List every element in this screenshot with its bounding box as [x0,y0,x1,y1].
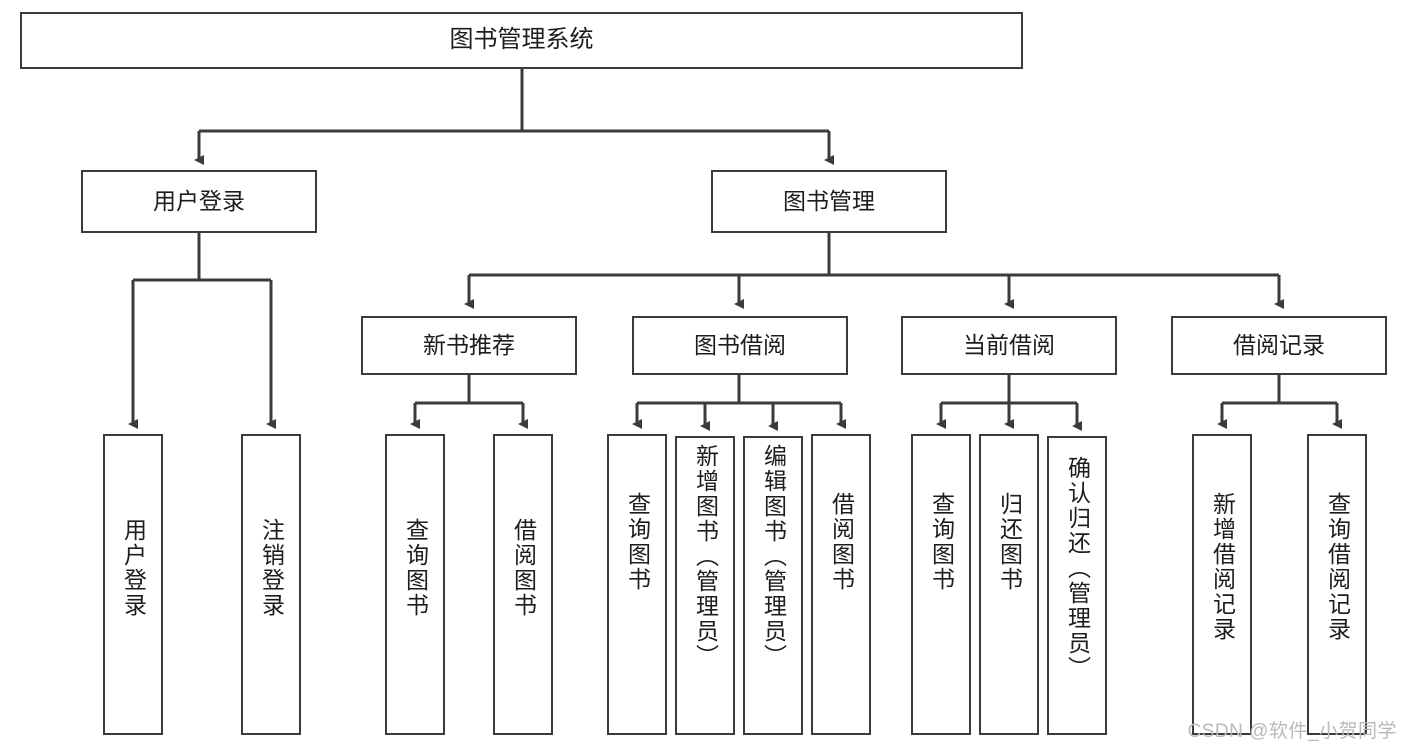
node-leaf-borrow-book-1[interactable]: 借阅图书 [493,434,553,735]
node-leaf-logout-login[interactable]: 注销登录 [241,434,301,735]
node-label: 借阅图书 [510,518,537,618]
node-label: 用户登录 [120,518,147,618]
node-label: 图书管理 [783,187,875,214]
node-label: 注销登录 [258,518,285,618]
node-label: 图书管理系统 [449,26,594,54]
node-leaf-query-book-1[interactable]: 查询图书 [385,434,445,735]
node-label: 查询图书 [402,518,429,618]
node-label: 查询借阅记录 [1324,492,1351,642]
node-label: 借阅图书 [828,492,855,592]
node-new-book-recommend[interactable]: 新书推荐 [361,316,577,375]
node-leaf-query-book-3[interactable]: 查询图书 [911,434,971,735]
node-label: 归还图书 [996,492,1023,592]
node-borrow-record[interactable]: 借阅记录 [1171,316,1387,375]
node-label: 查询图书 [928,492,955,592]
node-label: 新增图书（管理员） [692,444,719,669]
node-label: 当前借阅 [963,331,1055,358]
node-label: 查询图书 [624,492,651,592]
node-label: 新增借阅记录 [1209,492,1236,642]
node-book-management-system[interactable]: 图书管理系统 [20,12,1023,69]
node-label: 图书借阅 [694,331,786,358]
node-label: 借阅记录 [1233,331,1325,358]
node-leaf-query-record[interactable]: 查询借阅记录 [1307,434,1367,735]
node-leaf-user-login[interactable]: 用户登录 [103,434,163,735]
node-label: 用户登录 [153,187,245,214]
node-book-management[interactable]: 图书管理 [711,170,947,233]
node-leaf-edit-book[interactable]: 编辑图书（管理员） [743,436,803,735]
node-leaf-add-book[interactable]: 新增图书（管理员） [675,436,735,735]
node-label: 编辑图书（管理员） [760,444,787,669]
node-user-login[interactable]: 用户登录 [81,170,317,233]
node-leaf-query-book-2[interactable]: 查询图书 [607,434,667,735]
csdn-watermark: CSDN @软件_小贺同学 [1187,721,1397,742]
node-leaf-return-book[interactable]: 归还图书 [979,434,1039,735]
node-label: 确认归还（管理员） [1064,456,1091,681]
node-book-borrow[interactable]: 图书借阅 [632,316,848,375]
node-leaf-add-record[interactable]: 新增借阅记录 [1192,434,1252,735]
node-current-borrow[interactable]: 当前借阅 [901,316,1117,375]
node-label: 新书推荐 [423,331,515,358]
node-leaf-borrow-book-2[interactable]: 借阅图书 [811,434,871,735]
node-leaf-confirm-return[interactable]: 确认归还（管理员） [1047,436,1107,735]
